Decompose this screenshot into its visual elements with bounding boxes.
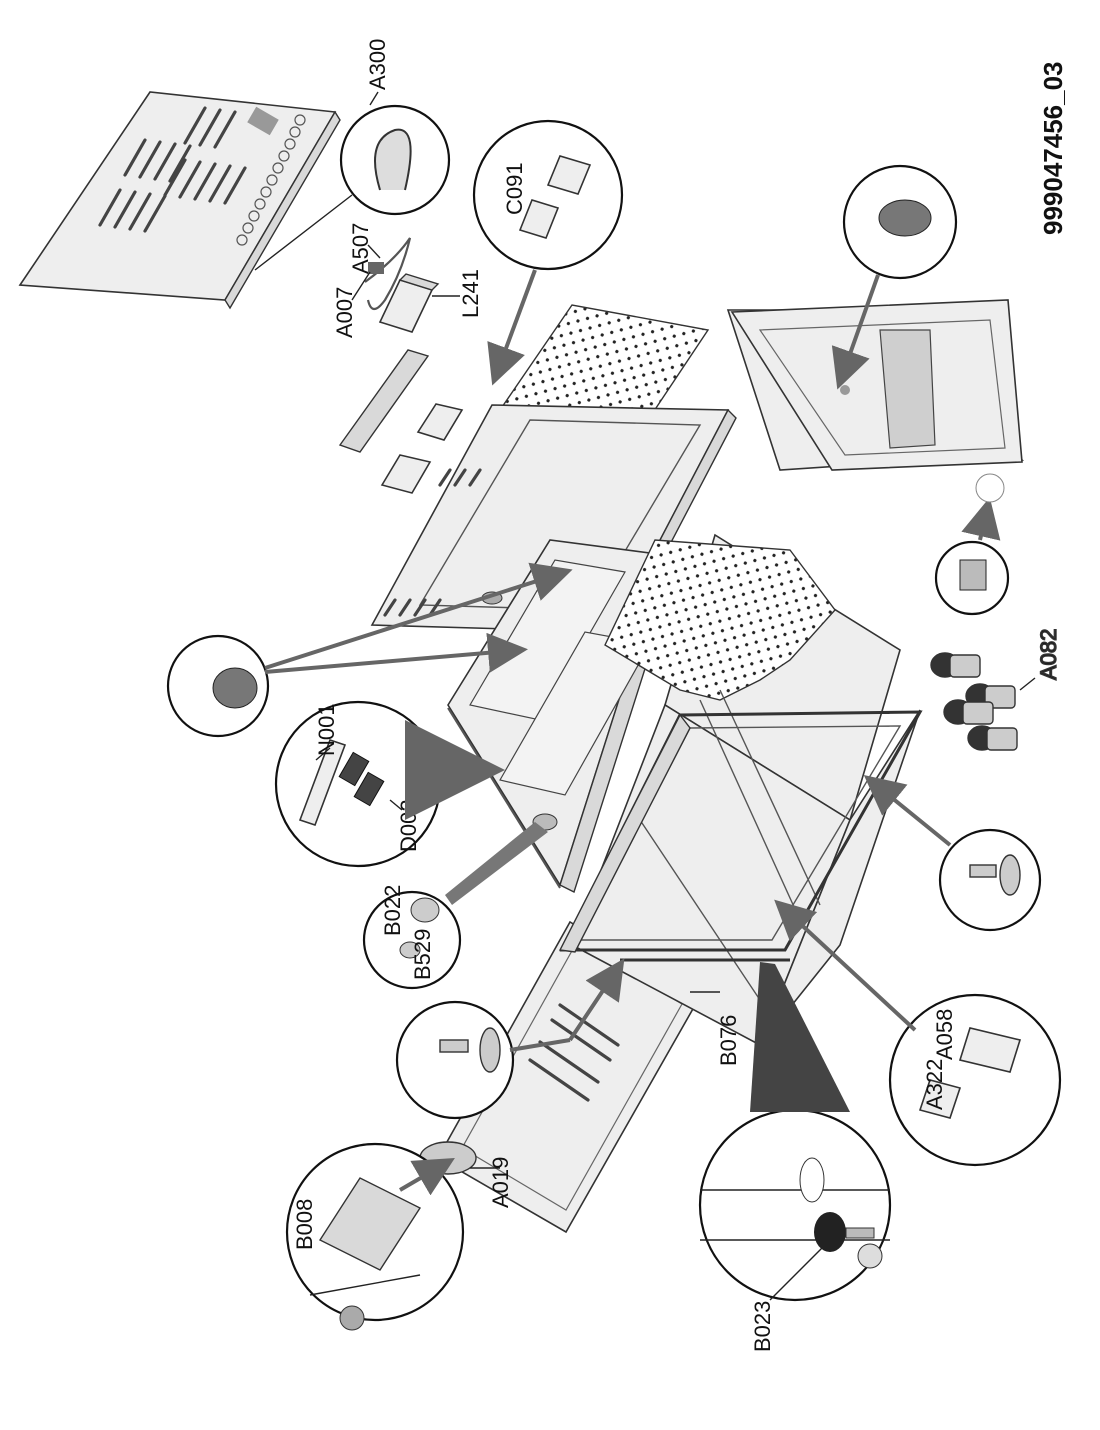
- label-a058: A058: [932, 1009, 957, 1060]
- clip-callout-right: [934, 473, 1010, 616]
- bracket-l241: L241: [378, 269, 483, 333]
- document-number: 999047456_03: [1038, 61, 1068, 235]
- label-a082: A082: [1036, 629, 1061, 680]
- label-b023: B023: [750, 1301, 775, 1352]
- c091-callout: C091: [472, 119, 624, 386]
- a322-a058-callout: A322 A058: [774, 899, 1062, 1167]
- n001-d002-callout: N001 D002: [274, 700, 505, 868]
- label-a507: A507: [348, 223, 373, 274]
- label-b022: B022: [380, 885, 405, 936]
- label-n001: N001: [314, 703, 339, 756]
- oven-cavity: [570, 533, 921, 1047]
- label-b529: B529: [410, 929, 435, 980]
- label-b008: B008: [292, 1199, 317, 1250]
- plug-callout-left: [166, 562, 573, 738]
- screw-callout-left: [395, 958, 625, 1120]
- feet-a082: A082: [930, 628, 1062, 751]
- b022-b529-callout: B022 B529: [362, 822, 548, 990]
- cable-harness: A007 A507: [332, 223, 412, 338]
- b008-callout: B008: [285, 1142, 465, 1331]
- label-a019: A019: [488, 1157, 513, 1208]
- front-frame: [558, 710, 923, 962]
- a300-callout: A300: [254, 39, 451, 271]
- b023-callout: B023: [698, 962, 892, 1352]
- screw-callout-right: [863, 774, 1042, 932]
- label-a322: A322: [922, 1059, 947, 1110]
- label-l241: L241: [458, 269, 483, 318]
- insulation-wrap: [604, 539, 836, 701]
- label-a007: A007: [332, 287, 357, 338]
- label-d002: D002: [396, 799, 421, 852]
- back-cover-panel: [18, 91, 341, 310]
- label-c091: C091: [502, 162, 527, 215]
- part-b076: B076: [690, 991, 741, 1066]
- label-a300: A300: [365, 39, 390, 90]
- label-b076: B076: [716, 1015, 741, 1066]
- plug-callout-right: [831, 164, 958, 390]
- mounting-brackets: [380, 403, 464, 494]
- heater-cover-rail: [338, 349, 430, 453]
- side-panel-right: [726, 299, 1025, 471]
